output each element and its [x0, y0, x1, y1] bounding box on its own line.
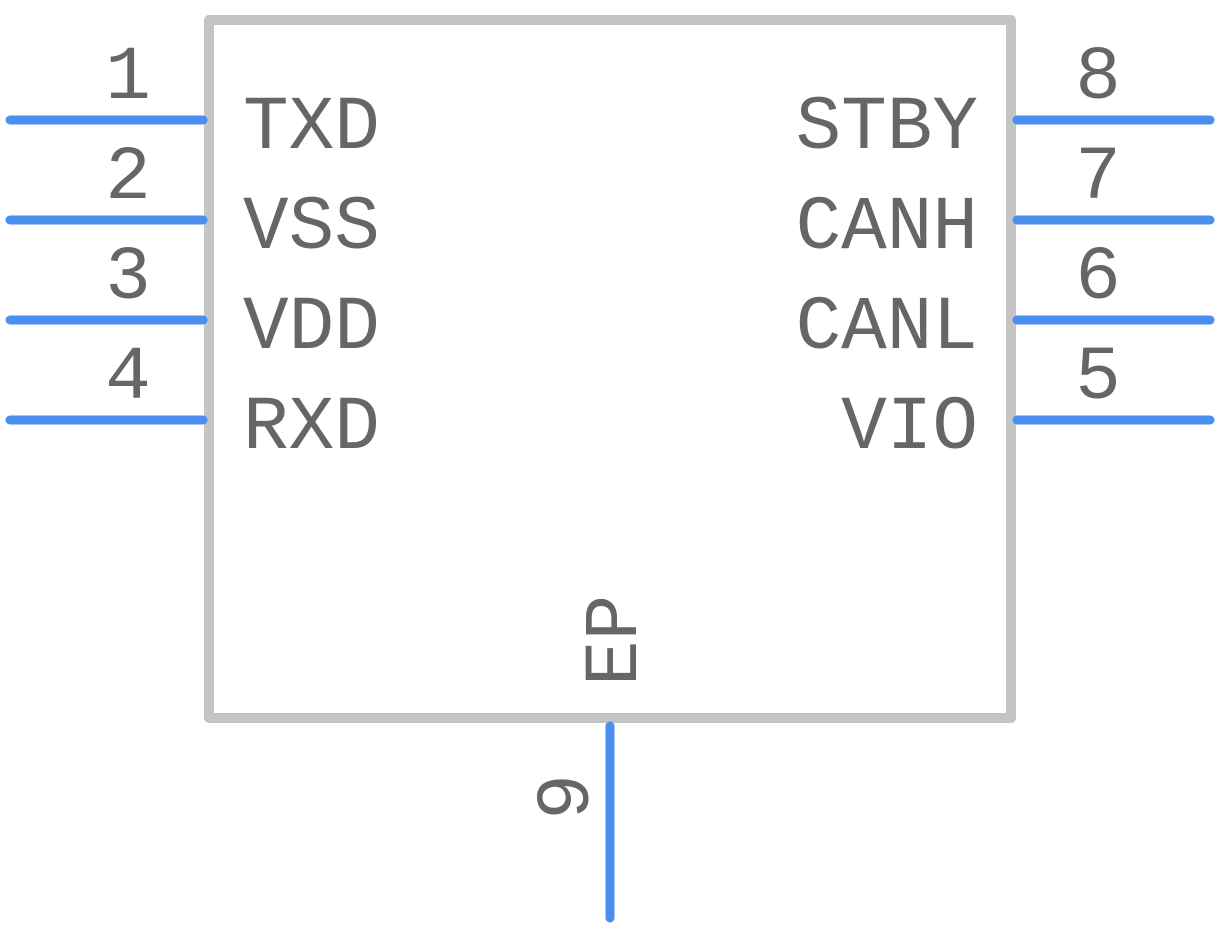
- pin-name-canh: CANH: [796, 185, 978, 271]
- pin-number-1: 1: [105, 35, 151, 121]
- pin-number-8: 8: [1075, 35, 1121, 121]
- pin-number-4: 4: [105, 335, 151, 421]
- left-pins: 1 TXD 2 VSS 3 VDD 4 RXD: [5, 35, 380, 471]
- pin-name-rxd: RXD: [243, 385, 380, 471]
- pin-number-3: 3: [105, 235, 151, 321]
- bottom-pin: 9 EP: [525, 595, 659, 923]
- pin-name-vss: VSS: [243, 185, 380, 271]
- pin-name-stby: STBY: [796, 85, 978, 171]
- component-body: [204, 15, 1016, 723]
- pin-number-9: 9: [525, 774, 611, 820]
- pin-name-vio: VIO: [841, 385, 978, 471]
- pin-name-ep: EP: [573, 595, 659, 686]
- pin-number-6: 6: [1075, 235, 1121, 321]
- pin-name-vdd: VDD: [243, 285, 380, 371]
- pin-number-7: 7: [1075, 135, 1121, 221]
- pin-name-canl: CANL: [796, 285, 978, 371]
- pin-number-5: 5: [1075, 335, 1121, 421]
- pin-number-2: 2: [105, 135, 151, 221]
- right-pins: 8 STBY 7 CANH 6 CANL 5 VIO: [796, 35, 1215, 471]
- pin-name-txd: TXD: [243, 85, 380, 171]
